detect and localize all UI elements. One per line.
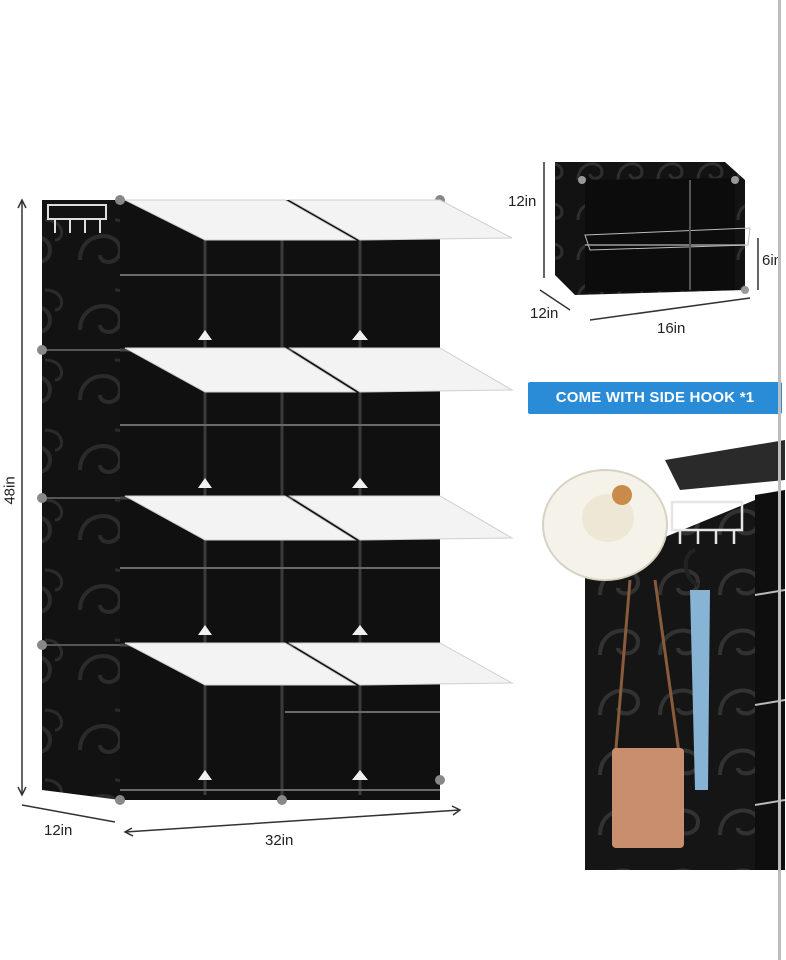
single-cube-image	[539, 162, 759, 321]
shoe-rack-main-image	[17, 195, 514, 837]
cube-gap-6in-label: 6in	[762, 252, 783, 269]
rack-doors	[124, 199, 514, 686]
side-hook-badge: COME WITH SIDE HOOK *1	[528, 382, 782, 414]
cube-width-16in-label: 16in	[657, 320, 686, 337]
height-48in-label: 48in	[1, 476, 19, 505]
side-hook-detail-image	[542, 440, 785, 870]
depth-12in-label: 12in	[44, 822, 73, 839]
cube-height-12in-label: 12in	[508, 193, 537, 210]
right-edge-divider	[778, 0, 781, 960]
side-hook-icon	[47, 204, 107, 233]
rack-side-panel	[42, 200, 120, 800]
cube-depth-12in-label: 12in	[530, 305, 559, 322]
width-32in-label: 32in	[265, 832, 294, 849]
